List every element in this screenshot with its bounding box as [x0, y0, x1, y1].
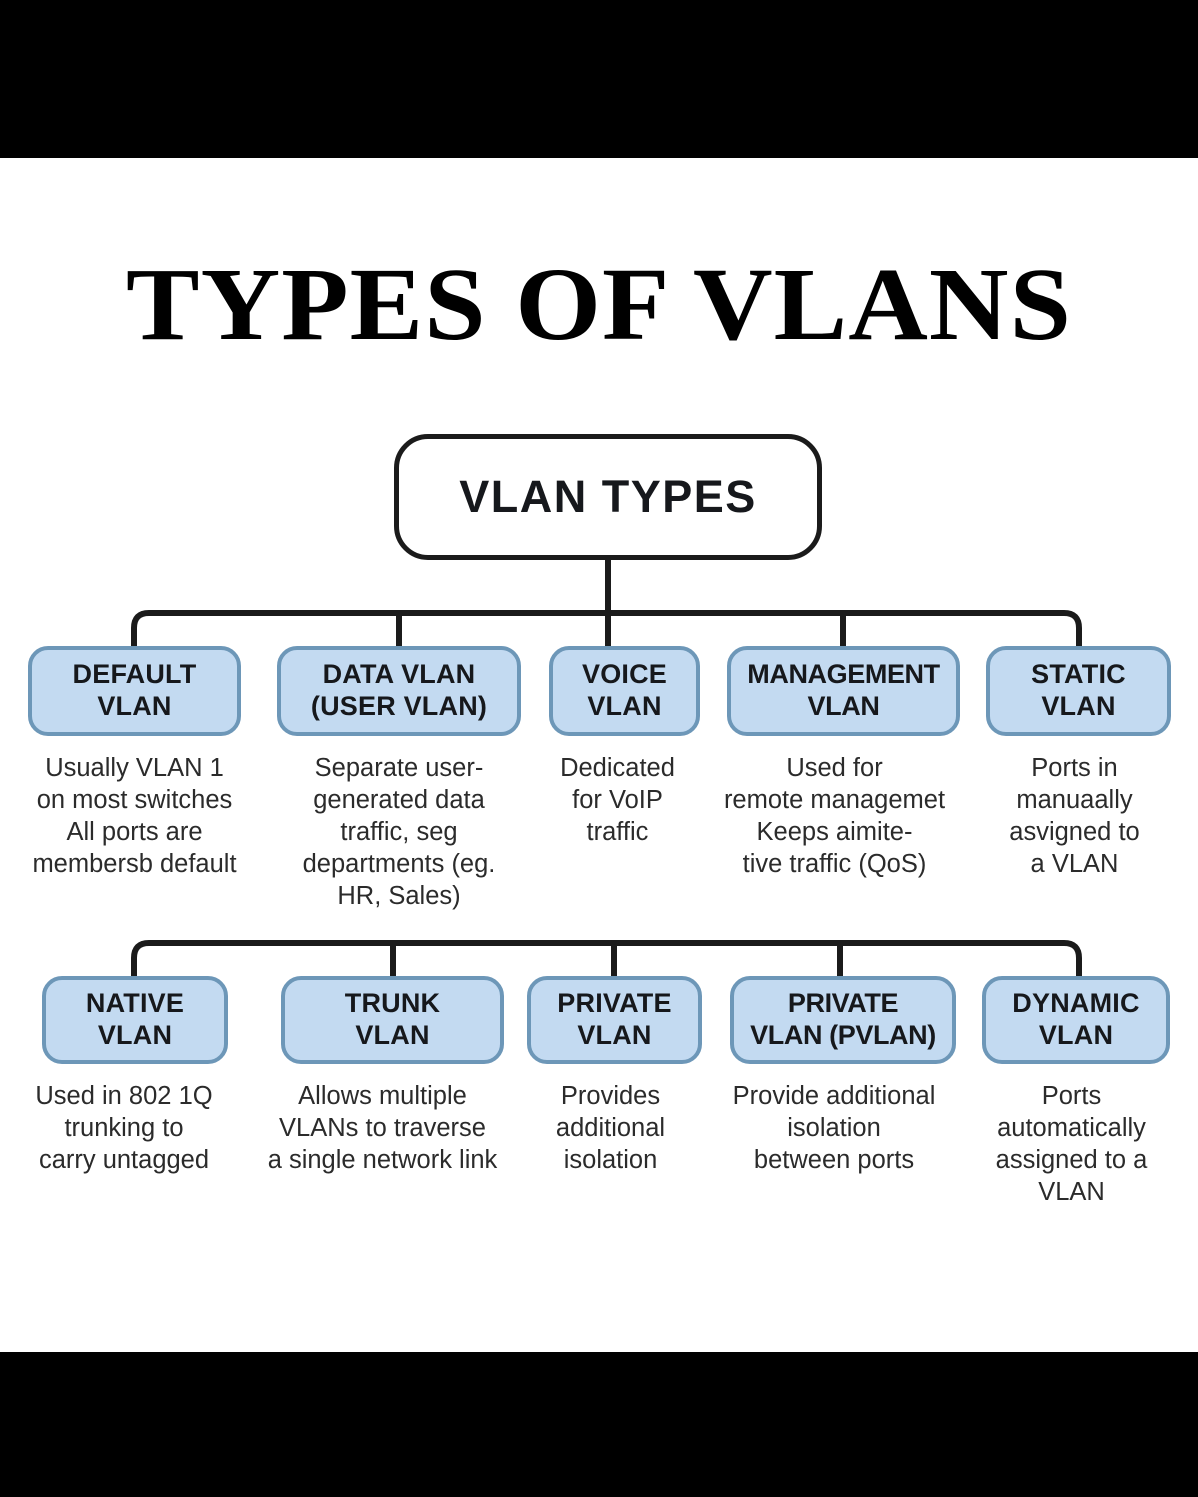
desc-default-vlan: Usually VLAN 1 on most switches All port… — [32, 754, 237, 878]
node-group-private-vlan-pvlan: PRIVATE VLAN (PVLAN) Provide additional … — [730, 976, 956, 1177]
node-group-default-vlan: DEFAULT VLAN Usually VLAN 1 on most swit… — [28, 646, 241, 881]
node-group-data-vlan: DATA VLAN (USER VLAN) Separate user- gen… — [277, 646, 521, 912]
node-group-dynamic-vlan: DYNAMIC VLAN Ports automatically assigne… — [982, 976, 1170, 1209]
node-default-vlan-label: DEFAULT VLAN — [72, 659, 197, 721]
node-dynamic-vlan-label: DYNAMIC VLAN — [1012, 988, 1140, 1050]
node-group-trunk-vlan: TRUNK VLAN Allows multiple VLANs to trav… — [268, 976, 504, 1177]
node-voice-vlan-label: VOICE VLAN — [581, 659, 668, 721]
node-group-static-vlan: STATIC VLAN Ports in manuaally asvigned … — [986, 646, 1171, 881]
desc-voice-vlan: Dedicated for VoIP traffic — [560, 754, 675, 846]
desc-trunk-vlan: Allows multiple VLANs to traverse a sing… — [267, 1082, 498, 1174]
root-node-vlan-types[interactable]: VLAN TYPES — [394, 434, 822, 560]
desc-native-vlan: Used in 802 1Q trunking to carry untagge… — [35, 1082, 213, 1174]
desc-data-vlan: Separate user- generated data traffic, s… — [302, 754, 496, 910]
node-private-vlan-pvlan-label: PRIVATE VLAN (PVLAN) — [750, 988, 936, 1050]
node-data-vlan-label: DATA VLAN (USER VLAN) — [310, 659, 488, 721]
desc-private-vlan: Provides additional isolation — [555, 1082, 666, 1174]
node-trunk-vlan[interactable]: TRUNK VLAN — [281, 976, 504, 1064]
node-static-vlan[interactable]: STATIC VLAN — [986, 646, 1171, 736]
letterbox-top — [0, 0, 1198, 158]
node-default-vlan[interactable]: DEFAULT VLAN — [28, 646, 241, 736]
desc-static-vlan: Ports in manuaally asvigned to a VLAN — [1009, 754, 1140, 878]
node-data-vlan[interactable]: DATA VLAN (USER VLAN) — [277, 646, 521, 736]
root-node-label: VLAN TYPES — [459, 471, 757, 522]
node-private-vlan-label: PRIVATE VLAN — [557, 988, 672, 1050]
desc-private-vlan-pvlan: Provide additional isolation between por… — [732, 1082, 936, 1174]
node-trunk-vlan-label: TRUNK VLAN — [344, 988, 441, 1050]
node-voice-vlan[interactable]: VOICE VLAN — [549, 646, 700, 736]
node-private-vlan-pvlan[interactable]: PRIVATE VLAN (PVLAN) — [730, 976, 956, 1064]
node-private-vlan[interactable]: PRIVATE VLAN — [527, 976, 702, 1064]
desc-management-vlan: Used for remote managemet Keeps aimite- … — [723, 754, 946, 878]
node-group-native-vlan: NATIVE VLAN Used in 802 1Q trunking to c… — [35, 976, 228, 1177]
node-group-private-vlan: PRIVATE VLAN Provides additional isolati… — [527, 976, 702, 1177]
node-native-vlan-label: NATIVE VLAN — [85, 988, 185, 1050]
node-management-vlan-label: MANAGEMENT VLAN — [747, 659, 940, 721]
node-group-management-vlan: MANAGEMENT VLAN Used for remote manageme… — [724, 646, 960, 881]
node-static-vlan-label: STATIC VLAN — [1031, 659, 1126, 721]
node-management-vlan[interactable]: MANAGEMENT VLAN — [727, 646, 960, 736]
node-group-voice-vlan: VOICE VLAN Dedicated for VoIP traffic — [549, 646, 700, 849]
page-title: TYPES OF VLANS — [126, 247, 1072, 362]
node-native-vlan[interactable]: NATIVE VLAN — [42, 976, 228, 1064]
poster-canvas: TYPES OF VLANS VLAN TYPES DEFAU — [0, 158, 1198, 1352]
letterbox-bottom — [0, 1352, 1198, 1497]
desc-dynamic-vlan: Ports automatically assigned to a VLAN — [995, 1082, 1148, 1206]
node-dynamic-vlan[interactable]: DYNAMIC VLAN — [982, 976, 1170, 1064]
vlan-types-diagram: VLAN TYPES DEFAULT VLAN Usually VLAN 1 o… — [0, 158, 1198, 1352]
